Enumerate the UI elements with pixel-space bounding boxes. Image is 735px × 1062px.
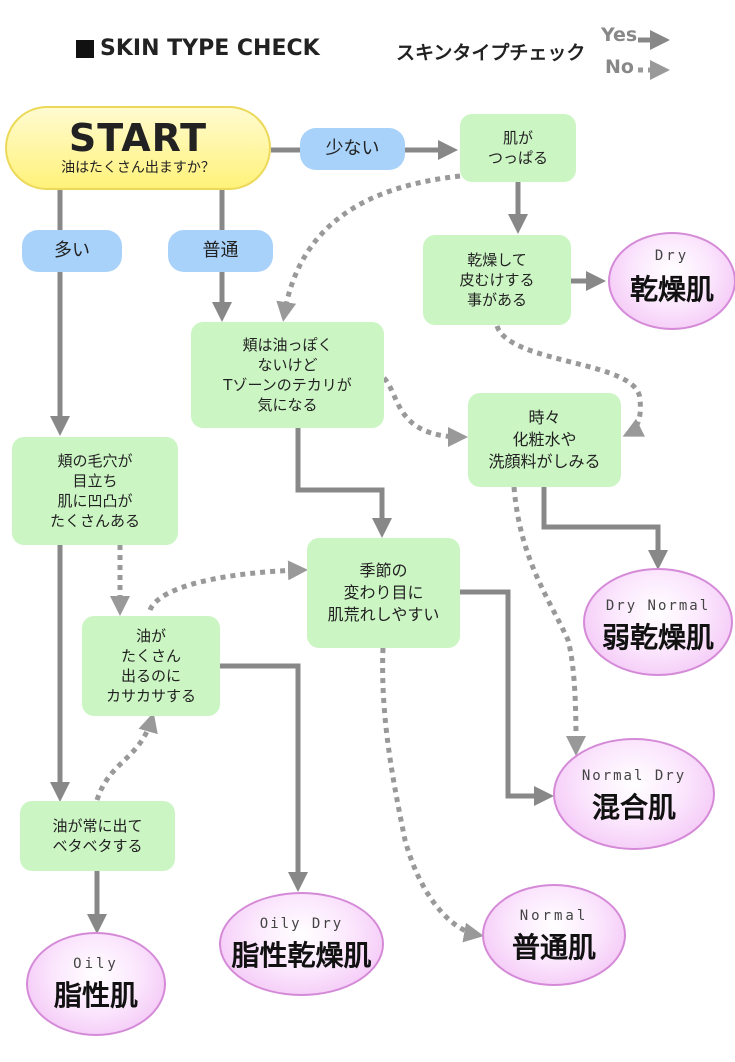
edge-oilydry-result (220, 663, 308, 892)
question-line: ないけど (257, 356, 318, 374)
edge-cheeks-sting-no (382, 376, 468, 447)
start-node: START 油はたくさん出ますか？ (5, 106, 271, 190)
result-en: Dry Normal (605, 598, 711, 614)
legend-yes-label: Yes (601, 24, 638, 46)
question-line: 目立ち (72, 472, 118, 490)
edge-sting-drynormal (541, 487, 668, 570)
edge-season-normal-no (380, 647, 484, 943)
question-line: 肌荒れしやすい (327, 605, 440, 624)
answer-many: 多い (22, 230, 122, 272)
result-en: Oily (73, 956, 119, 972)
question-line: 変わり目に (343, 583, 424, 602)
question-flaky: 乾燥して 皮むけする 事がある (423, 235, 571, 325)
edge-season-normaldry (460, 589, 554, 806)
question-line: 乾燥して (467, 251, 527, 269)
result-jp: 混合肌 (591, 791, 676, 824)
question-line: 油が (135, 627, 166, 645)
question-sticky: 油が常に出て ベタベタする (20, 801, 175, 871)
result-normal-dry: Normal Dry 混合肌 (553, 738, 715, 850)
question-line: 季節の (359, 561, 408, 580)
question-pores: 頬の毛穴が 目立ち 肌に凹凸が たくさんある (12, 437, 178, 545)
page-subtitle: スキンタイプチェック (396, 42, 586, 64)
result-jp: 脂性肌 (53, 979, 138, 1012)
result-dry-normal: Dry Normal 弱乾燥肌 (583, 568, 733, 676)
question-line: 頬は油っぽく (242, 336, 333, 354)
edge-oilydry-season-no (147, 560, 308, 612)
legend-no-label: No (605, 56, 634, 78)
answer-normal: 普通 (168, 230, 273, 272)
result-jp: 脂性乾燥肌 (231, 939, 372, 972)
result-en: Normal Dry (581, 768, 687, 784)
question-line: 洗顔料がしみる (488, 452, 601, 471)
result-en: Oily Dry (259, 916, 344, 932)
question-line: カサカサする (105, 687, 196, 705)
page-title-text: SKIN TYPE CHECK (100, 36, 320, 61)
question-season: 季節の 変わり目に 肌荒れしやすい (307, 538, 460, 648)
question-line: 皮むけする (459, 271, 535, 289)
question-line: Tゾーンのテカリが (223, 376, 352, 394)
result-en: Dry (654, 248, 690, 264)
edge-sting-normaldry-no (511, 486, 586, 756)
result-normal: Normal 普通肌 (482, 884, 626, 986)
question-line: 気になる (257, 396, 318, 414)
start-question: 油はたくさん出ますか？ (61, 160, 215, 176)
question-line: 化粧水や (512, 430, 577, 449)
result-jp: 弱乾燥肌 (601, 621, 714, 654)
result-en: Normal (519, 908, 589, 924)
edge-sticky-oilydry-no (94, 712, 158, 801)
edge-flaky-sting-no (494, 324, 645, 437)
result-oily: Oily 脂性肌 (26, 932, 166, 1036)
question-line: たくさんある (49, 512, 140, 530)
result-oily-dry: Oily Dry 脂性乾燥肌 (219, 892, 384, 996)
question-line: 頬の毛穴が (57, 452, 133, 470)
edge-tight-cheeks-no (276, 173, 461, 322)
answer-few: 少ない (300, 128, 405, 170)
question-line: 肌に凹凸が (57, 492, 133, 510)
question-line: 事がある (466, 291, 527, 309)
question-oily-dry: 油が たくさん 出るのに カサカサする (82, 616, 220, 716)
result-jp: 乾燥肌 (629, 273, 714, 306)
question-sting: 時々 化粧水や 洗顔料がしみる (468, 393, 621, 487)
question-cheeks: 頬は油っぽく ないけど Tゾーンのテカリが 気になる (191, 322, 384, 428)
question-line: 出るのに (120, 667, 181, 685)
question-line: 肌が (502, 129, 533, 147)
question-line: たくさん (120, 647, 181, 665)
question-line: 油が常に出て (52, 817, 143, 835)
question-tight: 肌が つっぱる (460, 114, 576, 182)
question-line: ベタベタする (52, 837, 143, 855)
square-bullet-icon (76, 39, 94, 58)
question-line: 時々 (528, 408, 561, 427)
edge-cheeks-season (295, 428, 392, 538)
result-jp: 普通肌 (511, 931, 596, 964)
start-title: START (68, 116, 208, 160)
question-line: つっぱる (487, 149, 548, 167)
page-title: SKIN TYPE CHECK (76, 36, 320, 61)
result-dry: Dry 乾燥肌 (608, 232, 735, 330)
